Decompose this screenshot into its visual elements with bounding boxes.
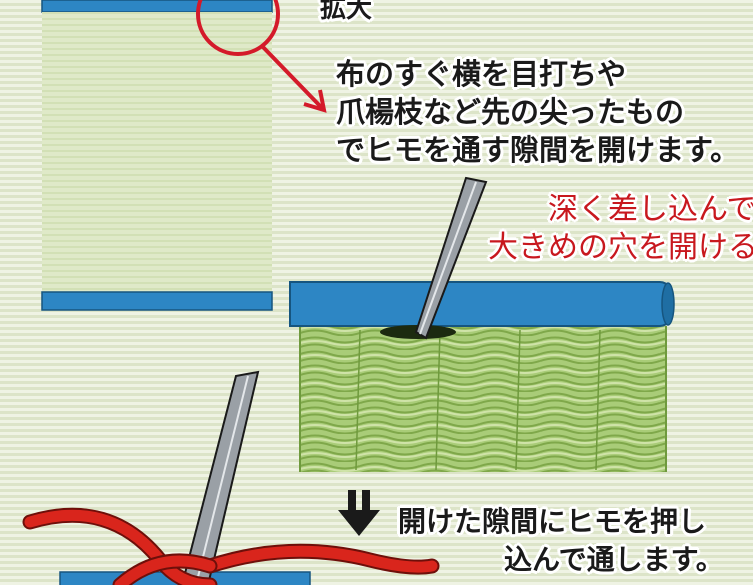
red-arrow-icon [260,44,327,113]
bottom-instruction-line-2: 込んで通します。 [504,543,724,576]
enlarge-label: 拡大 [320,0,373,24]
bottom-instruction-line-1: 開けた隙間にヒモを押し [398,505,707,538]
instruction-line-1: 布のすぐ横を目打ちや [336,57,627,91]
instruction-line-3: でヒモを通す隙間を開けます。 [336,133,740,167]
awl-tool-bottom [180,370,260,585]
red-note-line-1: 深く差し込んで [548,192,753,227]
red-note-line-2: 大きめの穴を開ける [488,230,753,265]
awl-tool-top [414,176,488,340]
magnify-circle-icon [196,0,280,56]
red-string [22,507,440,585]
tatami-mat-small [41,0,273,311]
instruction-line-2: 爪楊枝など先の尖ったもの [336,95,685,129]
down-arrow-icon [338,490,380,536]
tatami-closeup [289,281,675,472]
